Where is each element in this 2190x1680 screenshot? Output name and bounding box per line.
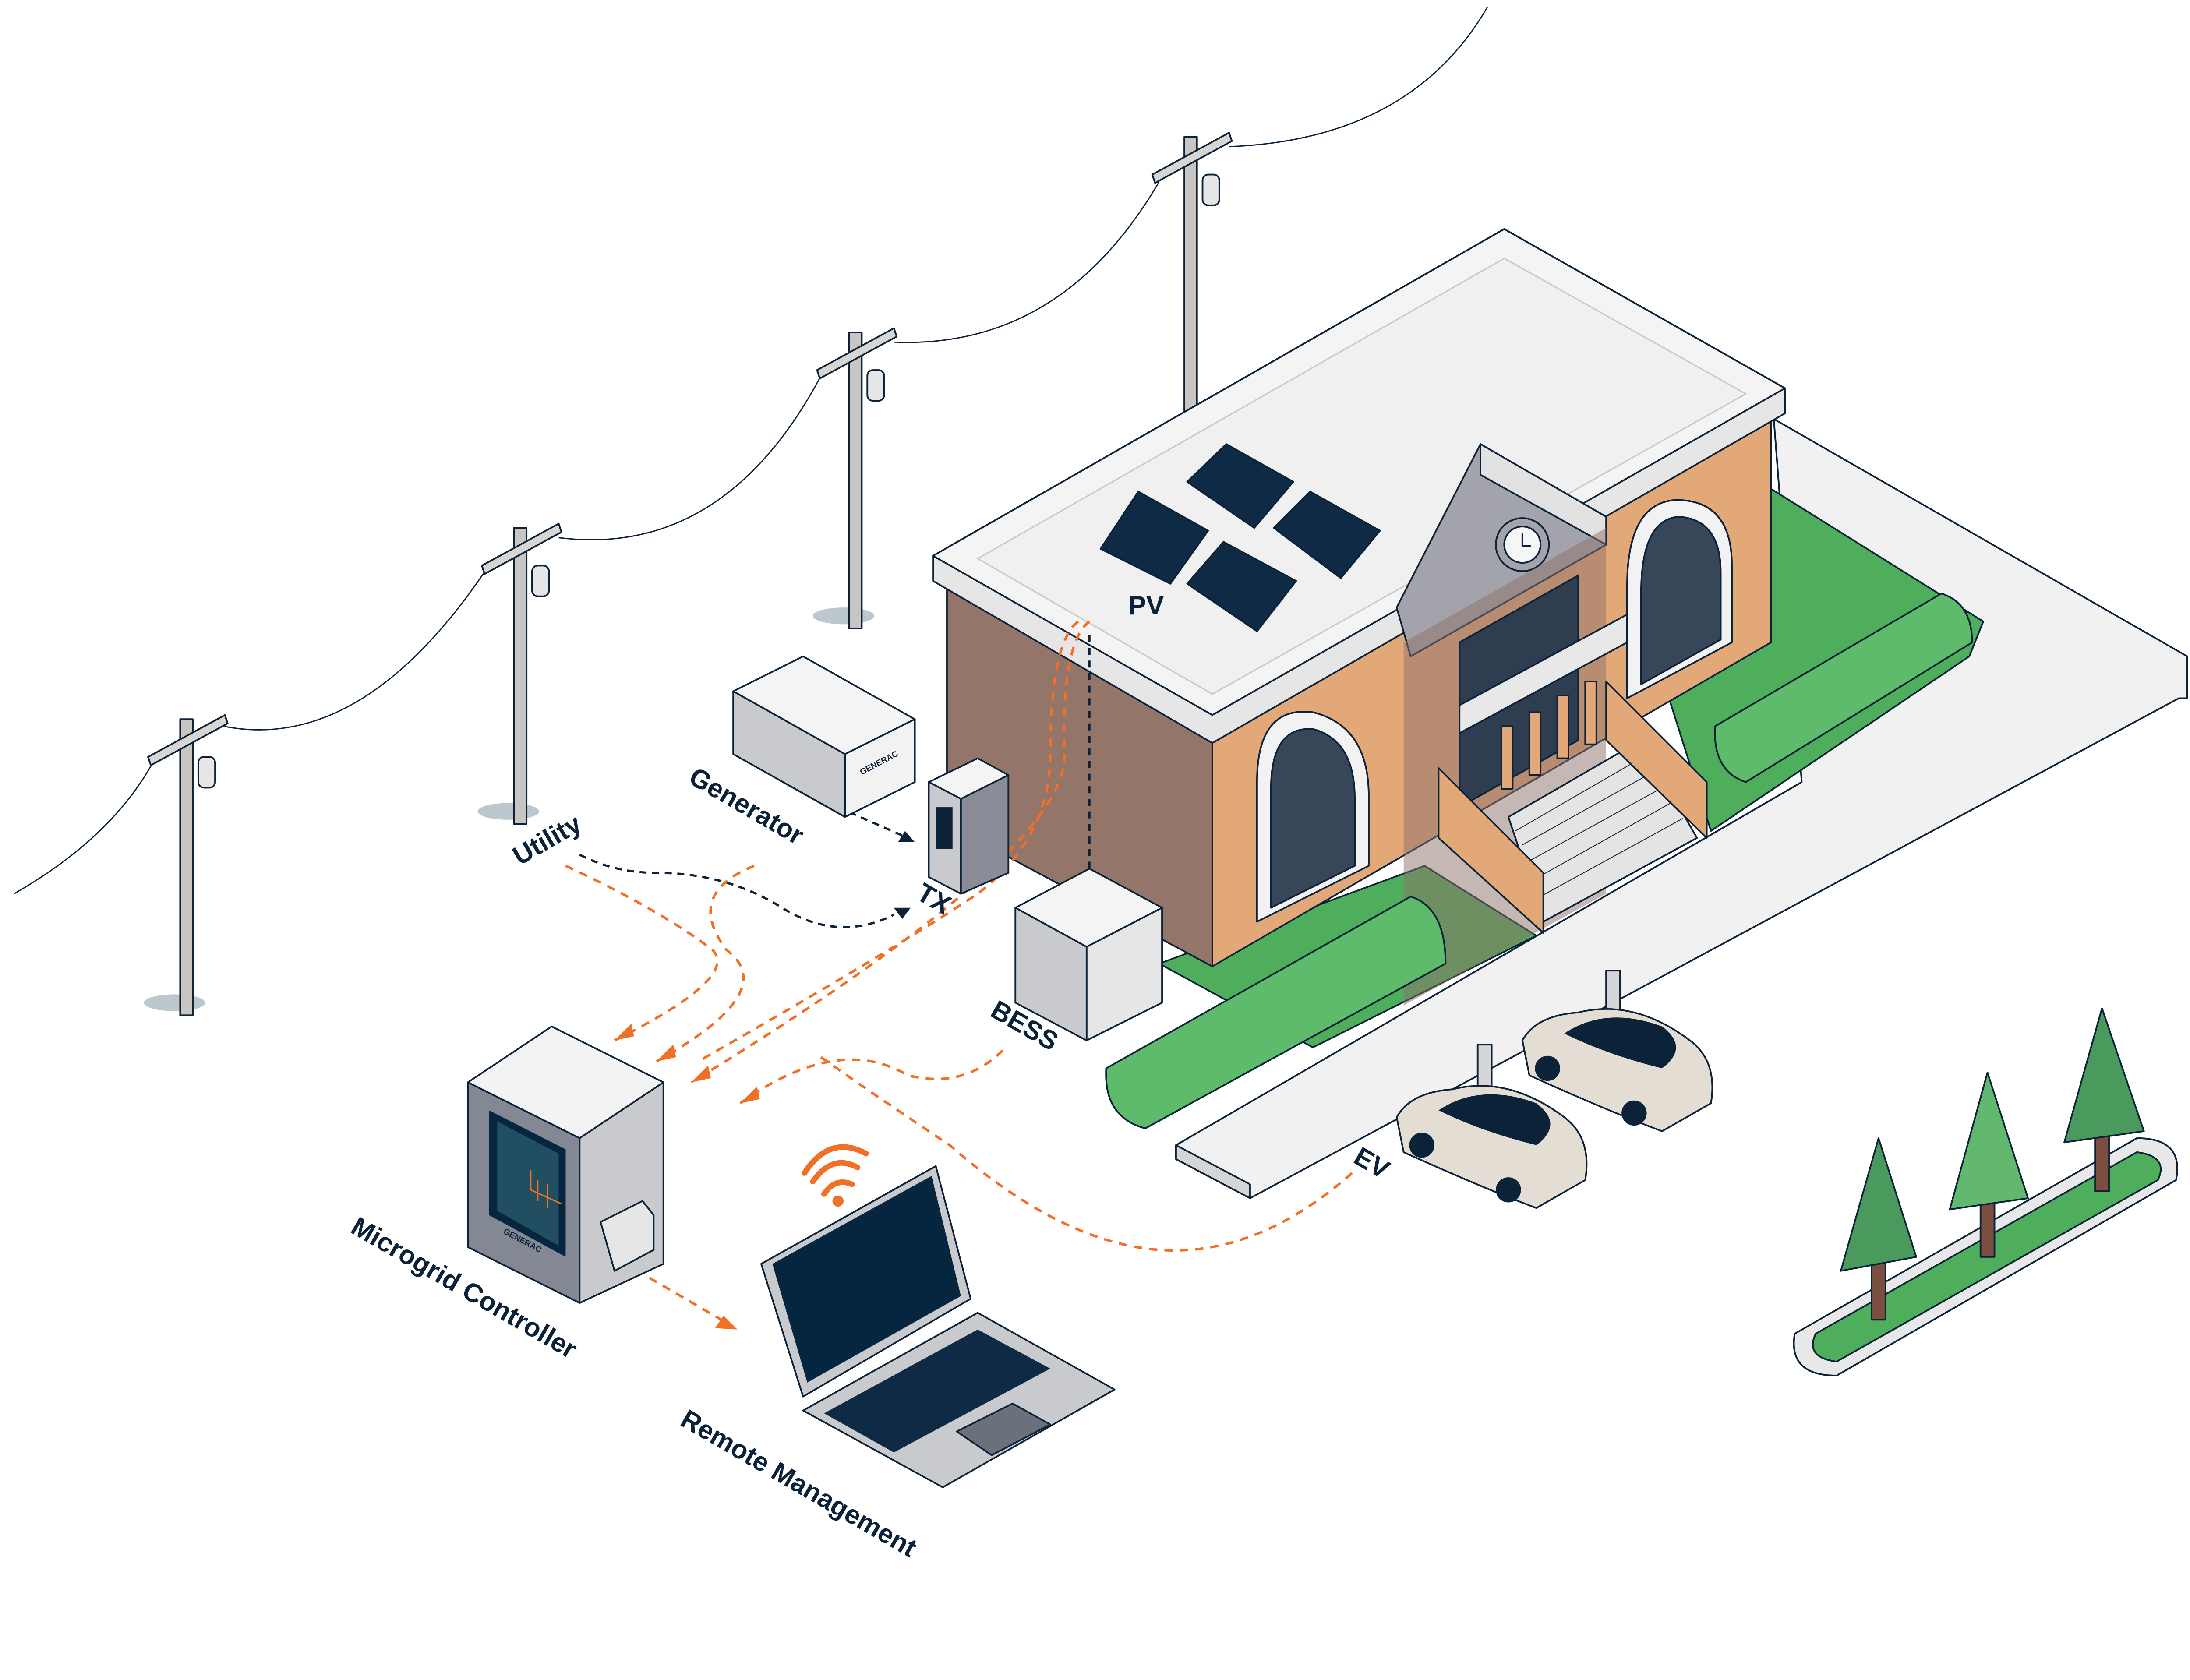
tree-icon [2063, 1007, 2145, 1192]
building [932, 228, 1786, 1006]
clock-icon [1495, 517, 1550, 572]
tree-island [1793, 1007, 2178, 1376]
power-lines [14, 7, 1488, 895]
energy-flows [565, 620, 1353, 1330]
utility-pole-icon [1151, 132, 1233, 434]
ev-charger-icon [1476, 1044, 1493, 1087]
diagram-canvas: GENERAC [14, 7, 2188, 1563]
laptop-icon [760, 1144, 1116, 1488]
tree-icon [1949, 1072, 2029, 1258]
solar-panels [1099, 443, 1381, 632]
utility-poles [144, 132, 1233, 1016]
window [1626, 499, 1733, 699]
microgrid-controller-icon: GENERAC [467, 1025, 664, 1304]
solar-panel-icon [1186, 541, 1297, 632]
label-ev: EV [1349, 1141, 1395, 1184]
generator-icon: GENERAC [732, 655, 916, 818]
tree-icon [1840, 1137, 1917, 1321]
utility-pole-icon [144, 714, 229, 1016]
hedges [1105, 593, 1973, 1129]
solar-panel-icon [1099, 491, 1209, 585]
label-pv: PV [1129, 590, 1164, 620]
solar-panel-icon [1186, 443, 1294, 529]
ev-charger-icon [1605, 970, 1621, 1013]
transformer-icon [928, 757, 1010, 895]
ev-car-icon [1521, 1008, 1713, 1132]
utility-pole-icon [812, 327, 898, 629]
window [1256, 711, 1370, 923]
solar-panel-icon [1273, 491, 1381, 579]
battery-storage-icon [1014, 868, 1163, 1041]
wifi-icon [802, 1144, 869, 1207]
ev-car-icon [1395, 1085, 1588, 1209]
microgrid-diagram: GENERAC [14, 7, 2188, 1563]
flow-arrowheads [615, 1024, 760, 1330]
utility-pole-icon [477, 522, 562, 825]
